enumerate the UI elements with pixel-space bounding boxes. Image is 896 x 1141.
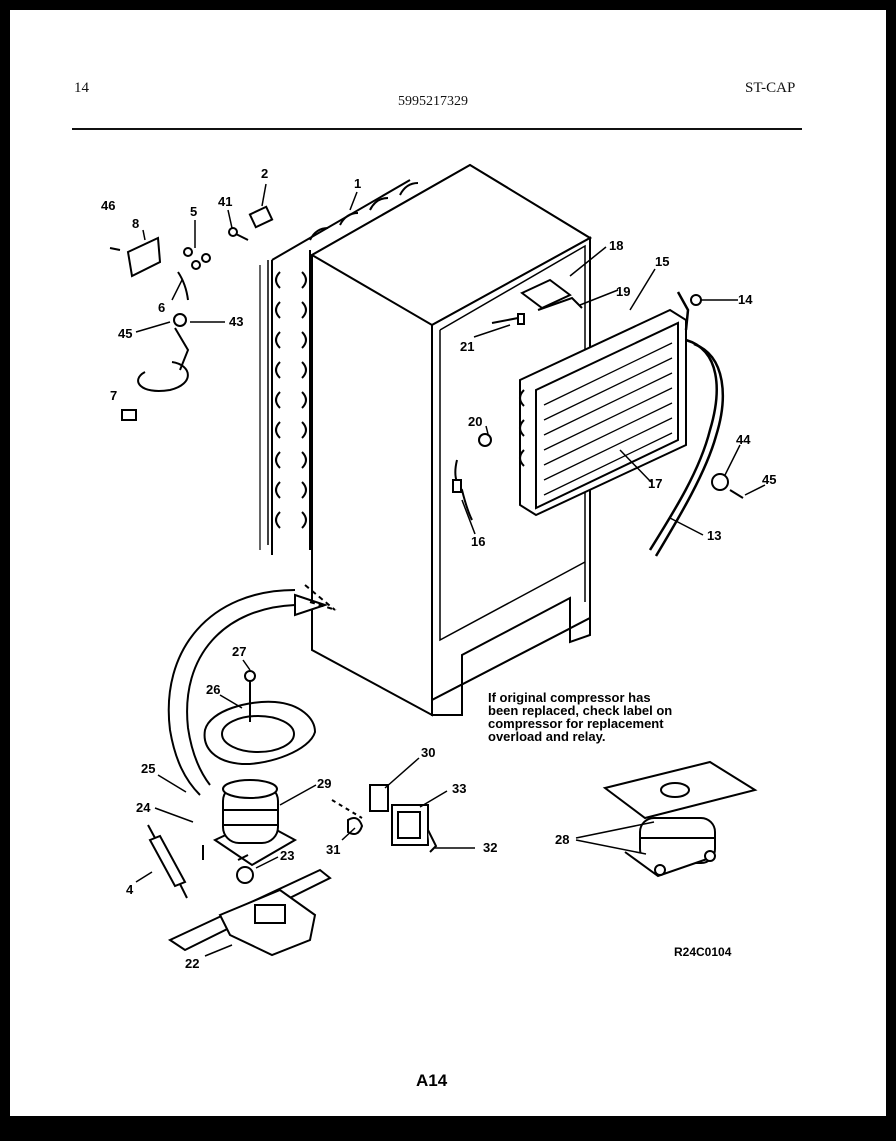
- note-line-1: If original compressor has: [488, 690, 651, 705]
- parts-diagram-sheet: 14 5995217329 ST-CAP: [10, 10, 886, 1116]
- callout-14: 14: [738, 292, 753, 307]
- callout-28: 28: [555, 832, 569, 847]
- callout-30: 30: [421, 745, 435, 760]
- callout-6: 6: [158, 300, 165, 315]
- callout-17: 17: [648, 476, 662, 491]
- callout-labels: 1 2 41 5 46 8 6 43 45 7 18 15 19 14 21 2…: [101, 166, 776, 971]
- callout-26: 26: [206, 682, 220, 697]
- callout-1: 1: [354, 176, 361, 191]
- callout-19: 19: [616, 284, 630, 299]
- callout-7: 7: [110, 388, 117, 403]
- callout-31: 31: [326, 842, 340, 857]
- page-label: A14: [416, 1071, 448, 1090]
- document-number: 5995217329: [398, 94, 468, 109]
- note-line-3: compressor for replacement: [488, 716, 664, 731]
- callout-45-upper: 45: [118, 326, 132, 341]
- evaporator-tubing: [648, 291, 725, 557]
- compressor: [202, 779, 298, 867]
- callout-29: 29: [317, 776, 331, 791]
- callout-27: 27: [232, 644, 246, 659]
- drawing-reference: R24C0104: [674, 945, 732, 959]
- callout-24: 24: [136, 800, 151, 815]
- callout-8: 8: [132, 216, 139, 231]
- drain-hose: [167, 584, 337, 796]
- callout-20: 20: [468, 414, 482, 429]
- callout-45-lower: 45: [762, 472, 776, 487]
- callout-4: 4: [126, 882, 134, 897]
- filter-drier: [147, 824, 188, 899]
- callout-33: 33: [452, 781, 466, 796]
- callout-13: 13: [707, 528, 721, 543]
- callout-23: 23: [280, 848, 294, 863]
- note-line-4: overload and relay.: [488, 729, 606, 744]
- replacement-note: If original compressor has been replaced…: [488, 690, 672, 744]
- callout-21: 21: [460, 339, 474, 354]
- callout-46: 46: [101, 198, 115, 213]
- control-parts: [452, 278, 744, 521]
- evaporator: [519, 308, 687, 517]
- section-code: ST-CAP: [745, 80, 796, 96]
- condenser-coil: [259, 179, 419, 555]
- relay-overload: [331, 784, 438, 853]
- callout-41: 41: [218, 194, 232, 209]
- callout-22: 22: [185, 956, 199, 971]
- page-number: 14: [74, 80, 89, 96]
- callout-32: 32: [483, 840, 497, 855]
- leader-lines: [135, 183, 766, 957]
- exploded-parts-diagram: 1 2 41 5 46 8 6 43 45 7 18 15 19 14 21 2…: [101, 163, 776, 1090]
- callout-18: 18: [609, 238, 623, 253]
- callout-44: 44: [736, 432, 751, 447]
- callout-43: 43: [229, 314, 243, 329]
- callout-5: 5: [190, 204, 197, 219]
- small-parts: [109, 205, 274, 421]
- replacement-compressor: [602, 760, 758, 878]
- header-rule: [72, 128, 802, 130]
- callout-16: 16: [471, 534, 485, 549]
- callout-15: 15: [655, 254, 669, 269]
- note-line-2: been replaced, check label on: [488, 703, 672, 718]
- callout-2: 2: [261, 166, 268, 181]
- drain-pan: [203, 670, 317, 766]
- base-plate: [167, 854, 332, 957]
- callout-25: 25: [141, 761, 155, 776]
